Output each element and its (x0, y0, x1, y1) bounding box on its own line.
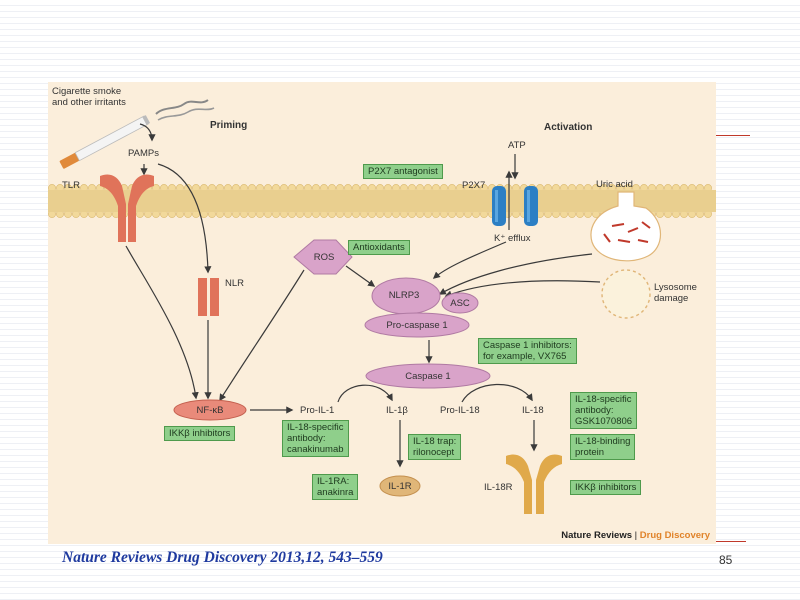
il1b-label: IL-1β (386, 405, 408, 416)
il18r-label: IL-18R (484, 482, 513, 493)
tlr-label: TLR (62, 180, 80, 191)
ros-hexagon (293, 239, 353, 275)
cigarette-label: Cigarette smoke and other irritants (52, 86, 126, 108)
pathway-diagram (48, 99, 716, 514)
uric-acid-label: Uric acid (596, 179, 633, 190)
il1ra-box: IL-1RA: anakinra (312, 474, 359, 500)
il18-label: IL-18 (522, 405, 544, 416)
arrow-p2x7-nlrp3 (432, 241, 507, 279)
uric-acid-lysosome (590, 191, 661, 262)
pro-il18-label: Pro-IL-18 (440, 405, 480, 416)
il18-trap-box: IL-18 trap: rilonocept (408, 434, 462, 460)
credit-journal: Nature Reviews (561, 530, 633, 541)
arrow-proil1-il1b (337, 384, 393, 403)
p2x7-antagonist-box: P2X7 antagonist (363, 164, 443, 179)
arrow-uric-nlrp3 (438, 253, 593, 295)
il1r-node (379, 475, 421, 497)
credit-separator: | (632, 530, 640, 541)
arrow-ros-nlrp3 (345, 265, 376, 287)
atp-label: ATP (508, 140, 526, 151)
il1r-label: IL-1R (388, 481, 412, 492)
il18-antibody-canakinumab-box: IL-18-specific antibody: canakinumab (282, 420, 349, 457)
il18r-receptor (506, 454, 562, 514)
lysosome-damage-label: Lysosome damage (654, 282, 697, 304)
pamps-label: PAMPs (128, 148, 159, 159)
nlr-label: NLR (225, 278, 245, 289)
il18-antibody-gsk-box: IL-18-specific antibody: GSK1070806 (570, 392, 638, 429)
page-number: 85 (719, 553, 733, 567)
nfkb-node (173, 399, 247, 421)
figure-credit: Nature Reviews | Drug Discovery (561, 530, 710, 541)
caspase-node (365, 363, 491, 389)
ros-label: ROS (313, 252, 335, 263)
k-efflux-label: K⁺ efflux (494, 233, 531, 244)
arrow-smoke-pamps (139, 123, 156, 142)
pathway-figure: Cigarette smoke and other irritants Prim… (48, 82, 716, 544)
pro-caspase-label: Pro-caspase 1 (386, 320, 448, 331)
nlr-receptor (198, 278, 219, 316)
antioxidants-box: Antioxidants (348, 240, 410, 255)
arrow-lysosome-nlrp3 (444, 280, 601, 298)
priming-heading: Priming (210, 120, 248, 131)
tlr-receptor (100, 174, 154, 242)
activation-heading: Activation (544, 122, 593, 133)
arrow-proil18-il18 (461, 383, 533, 403)
asc-node (441, 292, 479, 314)
citation-footer: Nature Reviews Drug Discovery 2013,12, 5… (62, 549, 383, 566)
arrow-pamps-nlr (157, 163, 212, 274)
ikkb-inhibitors-right-box: IKKβ inhibitors (570, 480, 642, 495)
ikkb-inhibitors-left-box: IKKβ inhibitors (164, 426, 236, 441)
credit-section: Drug Discovery (639, 530, 710, 541)
lysosome-damage-icon (601, 269, 651, 319)
caspase-inhibitors-box: Caspase 1 inhibitors: for example, VX765 (478, 338, 577, 364)
pro-caspase-node (364, 312, 470, 338)
nlrp3-label: NLRP3 (388, 290, 420, 301)
asc-label: ASC (450, 298, 470, 309)
p2x7-channel (492, 186, 538, 226)
cigarette-icon (59, 99, 215, 169)
pro-il1-label: Pro-IL-1 (300, 405, 335, 416)
p2x7-label: P2X7 (462, 180, 486, 191)
il18-binding-protein-box: IL-18-binding protein (570, 434, 636, 460)
decorative-line (716, 541, 746, 542)
arrow-ros-nfkb (219, 269, 305, 402)
nfkb-label: NF-κB (196, 405, 224, 416)
decorative-line (716, 135, 750, 136)
arrow-tlr-nfkb (125, 245, 199, 400)
cell-membrane (48, 182, 716, 218)
caspase-label: Caspase 1 (405, 371, 451, 382)
